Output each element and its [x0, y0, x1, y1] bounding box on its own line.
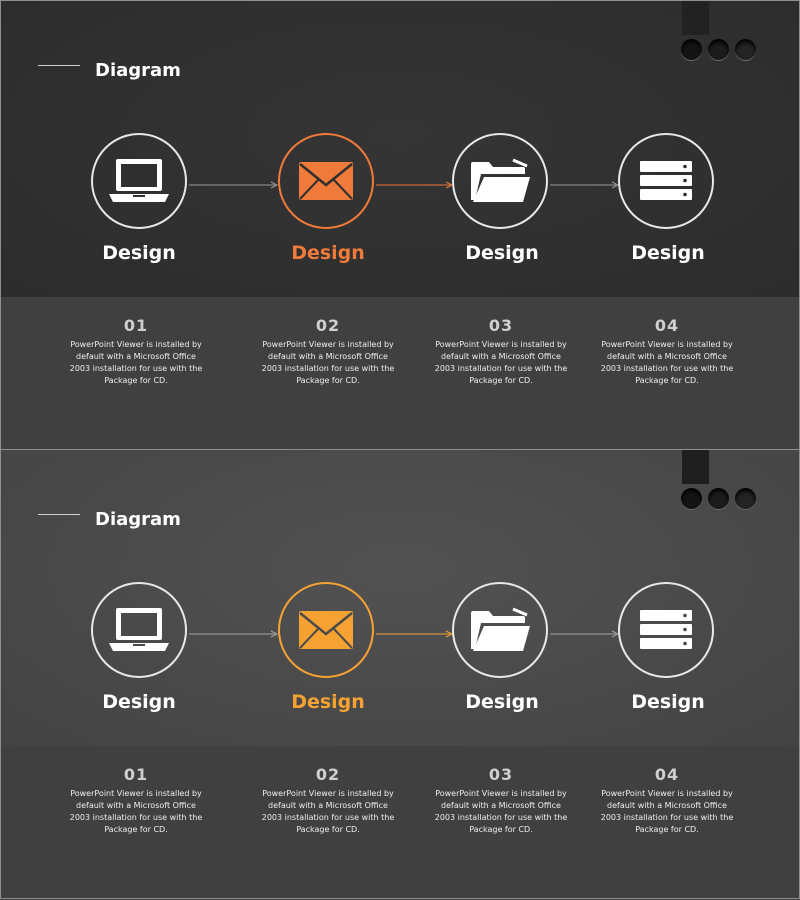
step-1-label: Design: [102, 691, 176, 713]
laptop-icon: [109, 159, 169, 202]
item-4-text: PowerPoint Viewer is installed by defaul…: [600, 789, 734, 834]
step-2-label: Design: [291, 691, 365, 713]
item-3-text: PowerPoint Viewer is installed by defaul…: [434, 340, 568, 385]
item-3-number: 03: [488, 765, 514, 784]
step-1-label: Design: [102, 242, 176, 264]
item-4-number: 04: [654, 316, 680, 335]
description-panel: 01 PowerPoint Viewer is installed by def…: [1, 297, 799, 449]
step-2-circle: [278, 133, 374, 229]
connector-arrow: [189, 630, 279, 638]
item-1-number: 01: [123, 316, 149, 335]
item-4-text: PowerPoint Viewer is installed by defaul…: [600, 340, 734, 385]
item-2-number: 02: [315, 765, 341, 784]
title-rule: [38, 514, 80, 515]
item-3-number: 03: [488, 316, 514, 335]
laptop-icon: [109, 608, 169, 651]
title-rule: [38, 65, 80, 66]
slide-title: Diagram: [95, 60, 181, 81]
item-4-number: 04: [654, 765, 680, 784]
connector-arrow: [376, 181, 454, 189]
connector-arrow: [376, 630, 454, 638]
step-3-circle: [452, 133, 548, 229]
server-icon: [640, 610, 692, 649]
step-3-label: Design: [465, 242, 539, 264]
folder-icon: [471, 607, 530, 651]
slide-1: Diagram: [0, 0, 800, 450]
item-3-text: PowerPoint Viewer is installed by defaul…: [434, 789, 568, 834]
step-4-label: Design: [631, 242, 705, 264]
decorative-bar: [682, 1, 709, 35]
step-1-circle: [91, 582, 187, 678]
connector-arrow: [550, 630, 620, 638]
decorative-dot: [735, 488, 756, 509]
item-2-text: PowerPoint Viewer is installed by defaul…: [261, 340, 395, 385]
step-2-label: Design: [291, 242, 365, 264]
item-1-number: 01: [123, 765, 149, 784]
decorative-dot: [735, 39, 756, 60]
item-1-text: PowerPoint Viewer is installed by defaul…: [69, 340, 203, 385]
decorative-dot: [681, 39, 702, 60]
step-1-circle: [91, 133, 187, 229]
decorative-bar: [682, 450, 709, 484]
diagram-panel: Diagram: [1, 450, 799, 746]
diagram-panel: Diagram: [1, 1, 799, 297]
connector-arrow: [189, 181, 279, 189]
folder-icon: [471, 158, 530, 202]
step-4-label: Design: [631, 691, 705, 713]
slide-2: Diagram: [0, 450, 800, 899]
item-2-text: PowerPoint Viewer is installed by defaul…: [261, 789, 395, 834]
step-3-label: Design: [465, 691, 539, 713]
item-2-number: 02: [315, 316, 341, 335]
step-2-circle: [278, 582, 374, 678]
item-1-text: PowerPoint Viewer is installed by defaul…: [69, 789, 203, 834]
decorative-dot: [681, 488, 702, 509]
step-4-circle: [618, 582, 714, 678]
step-4-circle: [618, 133, 714, 229]
server-icon: [640, 161, 692, 200]
decorative-dot: [708, 39, 729, 60]
envelope-icon: [299, 611, 353, 649]
decorative-dot: [708, 488, 729, 509]
connector-arrow: [550, 181, 620, 189]
envelope-icon: [299, 162, 353, 200]
step-3-circle: [452, 582, 548, 678]
slide-title: Diagram: [95, 509, 181, 530]
description-panel: 01 PowerPoint Viewer is installed by def…: [1, 746, 799, 898]
